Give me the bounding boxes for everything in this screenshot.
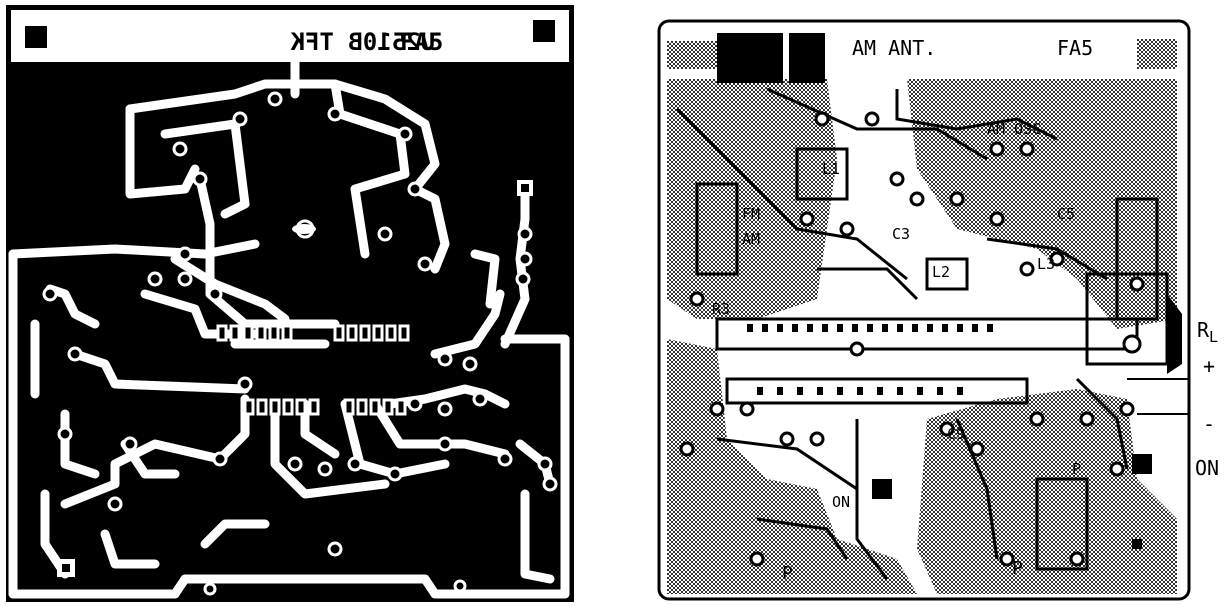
component-label: R3 xyxy=(712,300,730,318)
ic-pins xyxy=(747,324,1152,549)
corner-pad xyxy=(533,20,555,42)
on-label: ON xyxy=(1195,456,1220,480)
component-label: AM xyxy=(742,230,760,248)
left-pcb-artwork: U2510B TFK FA5 xyxy=(6,5,574,602)
oval-pad xyxy=(292,224,316,234)
component-label: AM OSC xyxy=(987,120,1041,138)
left-board-outline xyxy=(6,5,574,602)
component-label: C5 xyxy=(1057,205,1075,223)
component-label: FM xyxy=(742,205,760,223)
square-pad-hole xyxy=(521,184,529,192)
component-label: C3 xyxy=(892,225,910,243)
left-title-strip xyxy=(11,10,569,62)
square-pad-hole xyxy=(62,564,70,572)
lead-lines xyxy=(1127,378,1189,415)
ic-pads-top xyxy=(216,324,410,342)
antenna-pad-left xyxy=(717,33,783,83)
load-connector-tab xyxy=(1167,294,1182,374)
left-mirrored-label: U2510B TFK xyxy=(290,28,435,56)
ic-pads-bottom xyxy=(243,398,407,416)
antenna-pad-right xyxy=(789,33,825,83)
component-pads xyxy=(679,111,1145,567)
round-pads xyxy=(42,91,558,596)
right-model-label: FA5 xyxy=(1057,36,1093,60)
load-label-sub: L xyxy=(1209,328,1219,346)
plus-label: + xyxy=(1203,354,1216,378)
load-label: RL xyxy=(1197,318,1218,346)
component-label: L3 xyxy=(1037,255,1055,273)
right-pcb-board: AM ANT. FA5 AM OSC FM AM R3 C3 C9 C5 L1 … xyxy=(657,19,1191,604)
load-label-main: R xyxy=(1197,318,1210,342)
component-label: L1 xyxy=(822,160,840,178)
component-label: P xyxy=(782,563,793,584)
component-label: C9 xyxy=(947,425,965,443)
left-pcb-board: U2510B TFK FA5 xyxy=(5,4,577,604)
right-pcb-artwork: AM ANT. FA5 AM OSC FM AM R3 C3 C9 C5 L1 … xyxy=(657,19,1191,601)
component-label: P xyxy=(1072,460,1081,478)
corner-pad xyxy=(25,26,47,48)
component-label: L2 xyxy=(932,263,950,281)
right-header-label: AM ANT. xyxy=(852,36,936,60)
component-label: ON xyxy=(832,493,850,511)
minus-label: - xyxy=(1203,412,1216,436)
component-label: P xyxy=(1012,558,1023,579)
left-model-label: FA5 xyxy=(400,28,443,56)
component-traces xyxy=(675,87,1169,580)
copper-fill-areas xyxy=(667,39,1177,594)
